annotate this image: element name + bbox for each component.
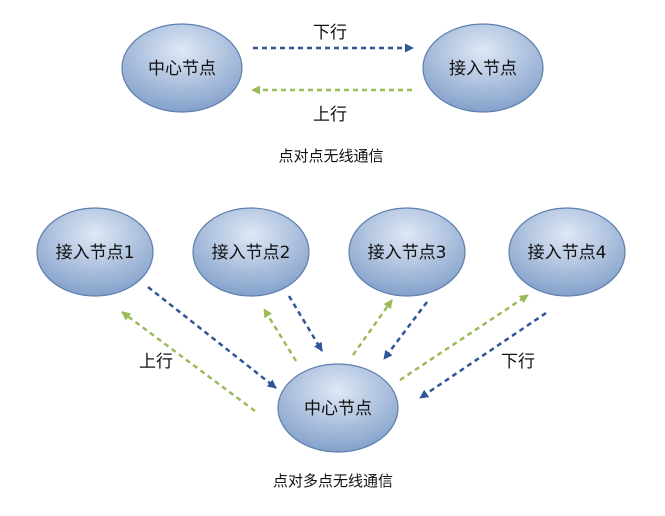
bottom-caption: 点对多点无线通信 <box>273 472 393 490</box>
top-access-node-label: 接入节点 <box>449 59 517 79</box>
top-access-node: 接入节点 <box>422 23 544 113</box>
top-center-node-label: 中心节点 <box>148 59 216 79</box>
downlink-arrow-node3 <box>383 301 428 360</box>
uplink-arrow-node2 <box>262 308 298 362</box>
top-caption: 点对点无线通信 <box>278 147 383 165</box>
access-node-4-label: 接入节点4 <box>528 243 607 263</box>
access-node-4: 接入节点4 <box>508 207 626 297</box>
uplink-arrow-node4 <box>399 293 529 382</box>
point-to-point-section: 中心节点 接入节点 下行 上行 点对点无线通信 <box>121 23 544 165</box>
downlink-arrow-node1 <box>147 286 277 389</box>
access-node-2-label: 接入节点2 <box>212 243 291 263</box>
bottom-down-label: 下行 <box>501 352 535 372</box>
downlink-arrow-node2 <box>287 295 324 352</box>
bottom-center-node: 中心节点 <box>277 363 399 453</box>
access-node-3-label: 接入节点3 <box>368 243 447 263</box>
point-to-multipoint-section: 接入节点1 接入节点2 接入节点3 接入节点4 中心节点 上行 下行 点对多 <box>36 207 626 490</box>
top-down-label: 下行 <box>313 23 347 43</box>
access-node-2: 接入节点2 <box>192 207 310 297</box>
top-up-label: 上行 <box>313 105 347 125</box>
access-node-1: 接入节点1 <box>36 207 154 297</box>
downlink-arrow-node4 <box>419 311 547 400</box>
access-node-3: 接入节点3 <box>348 207 466 297</box>
uplink-arrow-node3 <box>351 299 394 356</box>
uplink-arrow-node1 <box>121 310 256 413</box>
top-center-node: 中心节点 <box>121 23 243 113</box>
access-node-1-label: 接入节点1 <box>56 243 135 263</box>
bottom-center-node-label: 中心节点 <box>304 399 372 419</box>
bottom-up-label: 上行 <box>139 352 173 372</box>
